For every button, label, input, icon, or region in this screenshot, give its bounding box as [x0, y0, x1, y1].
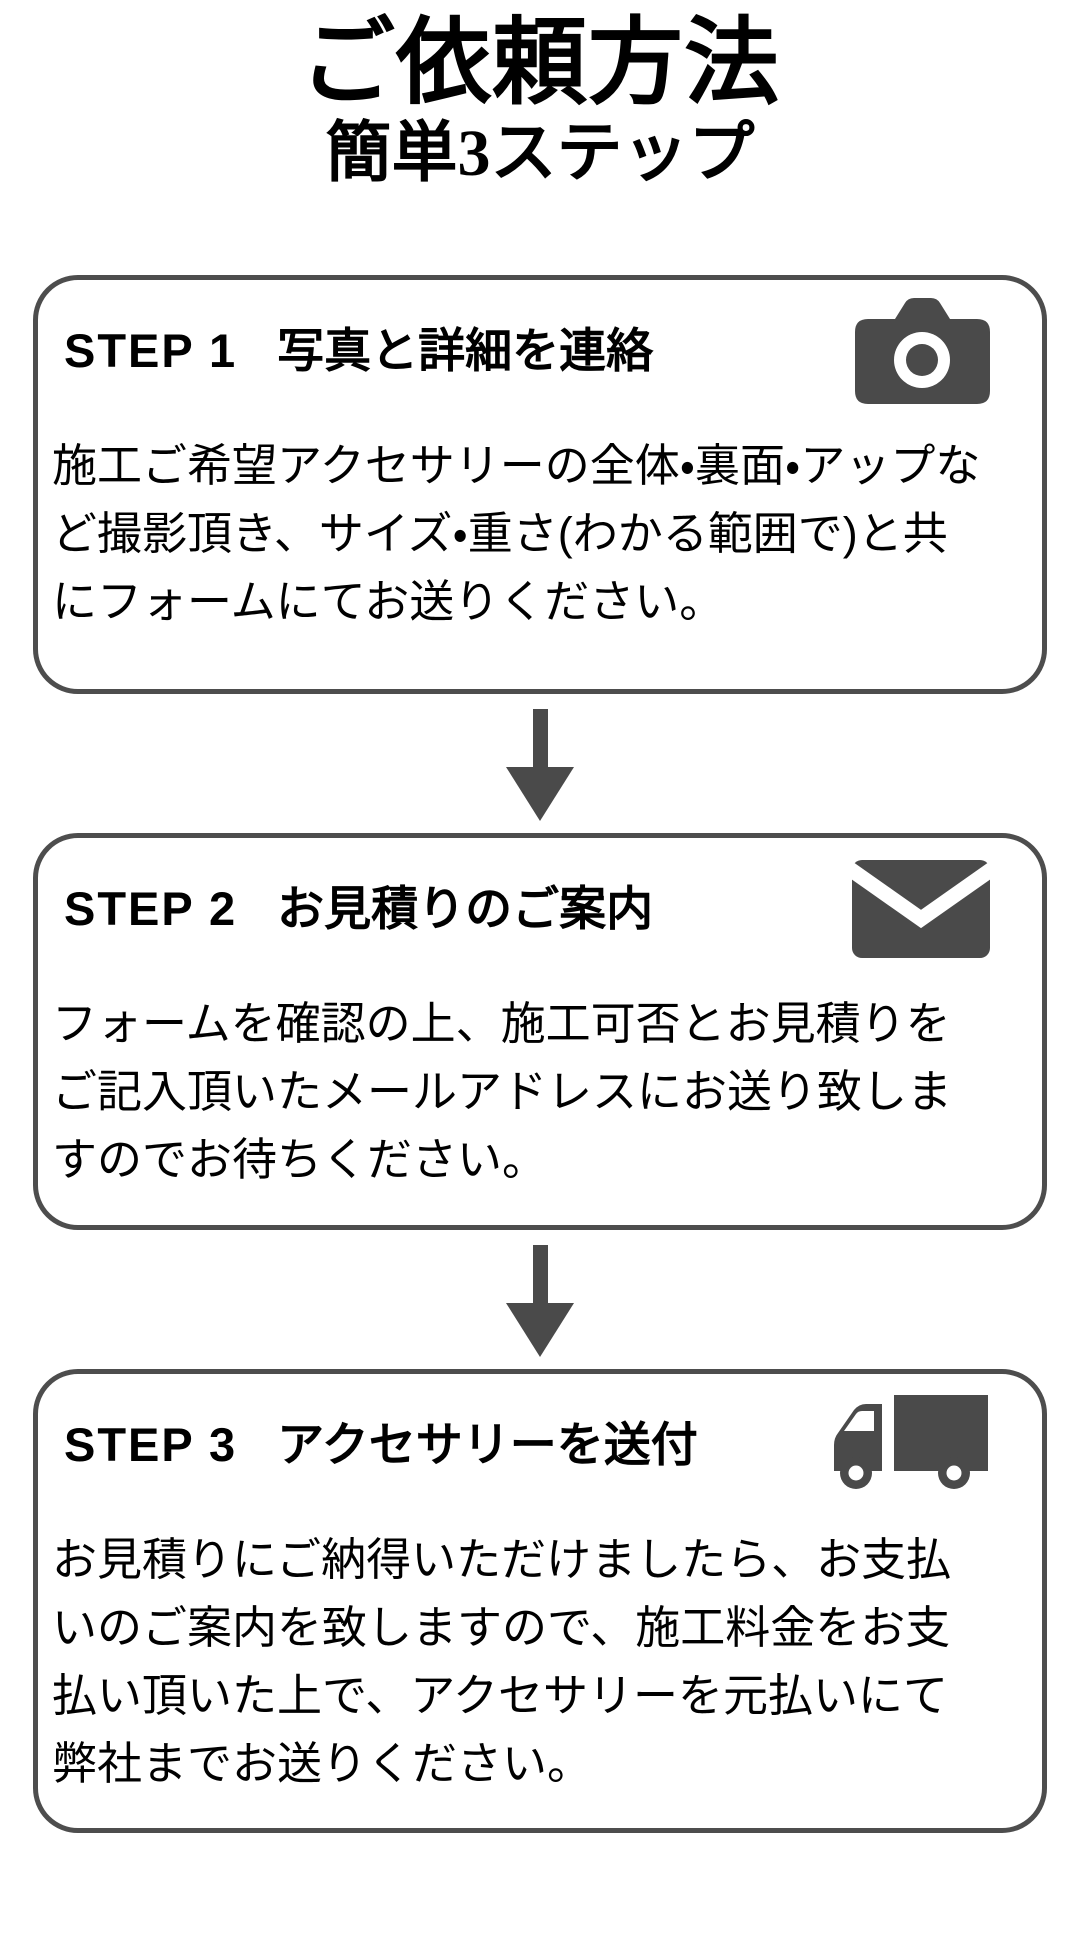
step-1-description: 施工ご希望アクセサリーの全体・裏面・アップなど撮影頂き、サイズ・重さ(わかる範囲…: [52, 440, 981, 627]
step-1-box: STEP 1 写真と詳細を連絡 施工ご希望アクセサリーの全体・裏面・アップなど撮…: [33, 275, 1047, 694]
step-1-title: 写真と詳細を連絡: [277, 324, 654, 378]
arrow-shaft: [532, 1245, 548, 1303]
step-3-label: STEP 3: [64, 1418, 238, 1472]
step-1-heading: STEP 1 写真と詳細を連絡: [64, 325, 653, 377]
step-2-heading: STEP 2 お見積りのご案内: [64, 883, 653, 935]
arrow-shaft: [532, 709, 548, 767]
request-steps-page: ご依頼方法 簡単3ステップ STEP 1 写真と詳細を連絡 施工ご希望アクセサリ…: [0, 16, 1080, 1936]
step-3-header: STEP 3 アクセサリーを送付: [50, 1390, 1030, 1500]
step-3-title: アクセサリーを送付: [277, 1418, 698, 1472]
envelope-icon: [852, 860, 990, 958]
step-1-label: STEP 1: [64, 324, 238, 378]
arrow-head: [506, 1303, 574, 1357]
step-2-box: STEP 2 お見積りのご案内 フォームを確認の上、施工可否とお見積りをご記入頂…: [33, 833, 1047, 1230]
step-2-label: STEP 2: [64, 882, 238, 936]
page-title: ご依頼方法: [299, 10, 780, 116]
page-subtitle: 簡単3ステップ: [325, 117, 755, 190]
step-2-header: STEP 2 お見積りのご案内: [50, 854, 1030, 964]
truck-icon: [830, 1395, 990, 1495]
step-2-title: お見積りのご案内: [277, 882, 654, 936]
arrow-head: [506, 767, 574, 821]
step-1-header: STEP 1 写真と詳細を連絡: [50, 296, 1030, 406]
down-arrow-icon: [506, 1245, 574, 1357]
step-3-heading: STEP 3 アクセサリーを送付: [64, 1419, 698, 1471]
step-3-box: STEP 3 アクセサリーを送付 お見積りにご納得いただけましたら、お支払いのご…: [33, 1369, 1047, 1833]
step-3-description: お見積りにご納得いただけましたら、お支払いのご案内を致しますので、施工料金をお支…: [52, 1534, 952, 1789]
step-2-description: フォームを確認の上、施工可否とお見積りをご記入頂いたメールアドレスにお送り致しま…: [52, 998, 953, 1185]
down-arrow-icon: [506, 709, 574, 821]
camera-icon: [855, 298, 990, 404]
